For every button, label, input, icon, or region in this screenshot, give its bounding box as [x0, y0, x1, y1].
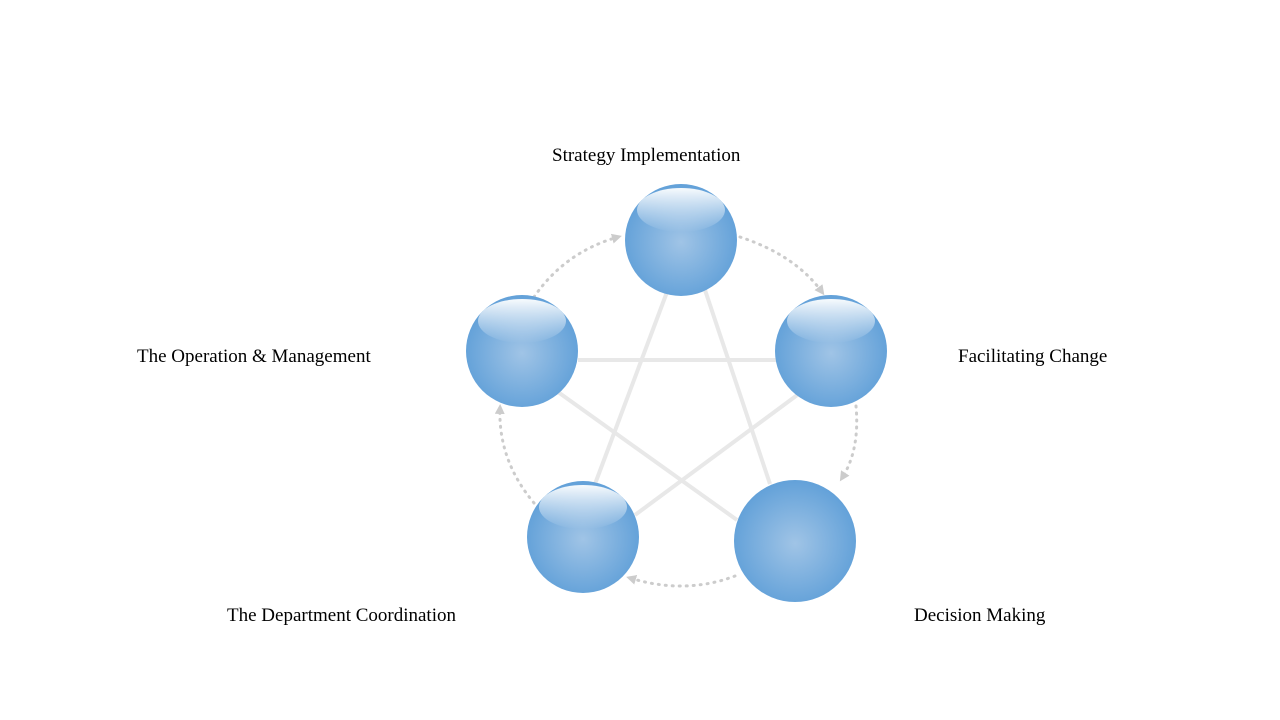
node-decision-making — [734, 480, 856, 602]
star-connector-lines — [556, 289, 802, 522]
label-operation-management: The Operation & Management — [137, 346, 371, 367]
dotted-arrow — [532, 233, 622, 299]
label-facilitating-change: Facilitating Change — [958, 346, 1108, 367]
dotted-arrow — [494, 404, 536, 505]
cycle-arrows — [494, 233, 859, 588]
label-decision-making: Decision Making — [914, 605, 1046, 626]
dotted-arrow — [839, 404, 859, 482]
label-strategy-implementation: Strategy Implementation — [552, 145, 741, 166]
connector-line — [703, 289, 772, 485]
connector-line — [593, 291, 669, 485]
node-facilitating-change — [775, 295, 887, 407]
label-department-coordination: The Department Coordination — [227, 605, 456, 626]
connector-line — [556, 390, 739, 522]
dotted-arrow — [738, 235, 825, 296]
node-strategy-implementation — [625, 184, 737, 296]
connector-line — [633, 391, 802, 517]
dotted-arrow — [626, 574, 737, 588]
node-department-coordination — [527, 481, 639, 593]
node-operation-management — [466, 295, 578, 407]
